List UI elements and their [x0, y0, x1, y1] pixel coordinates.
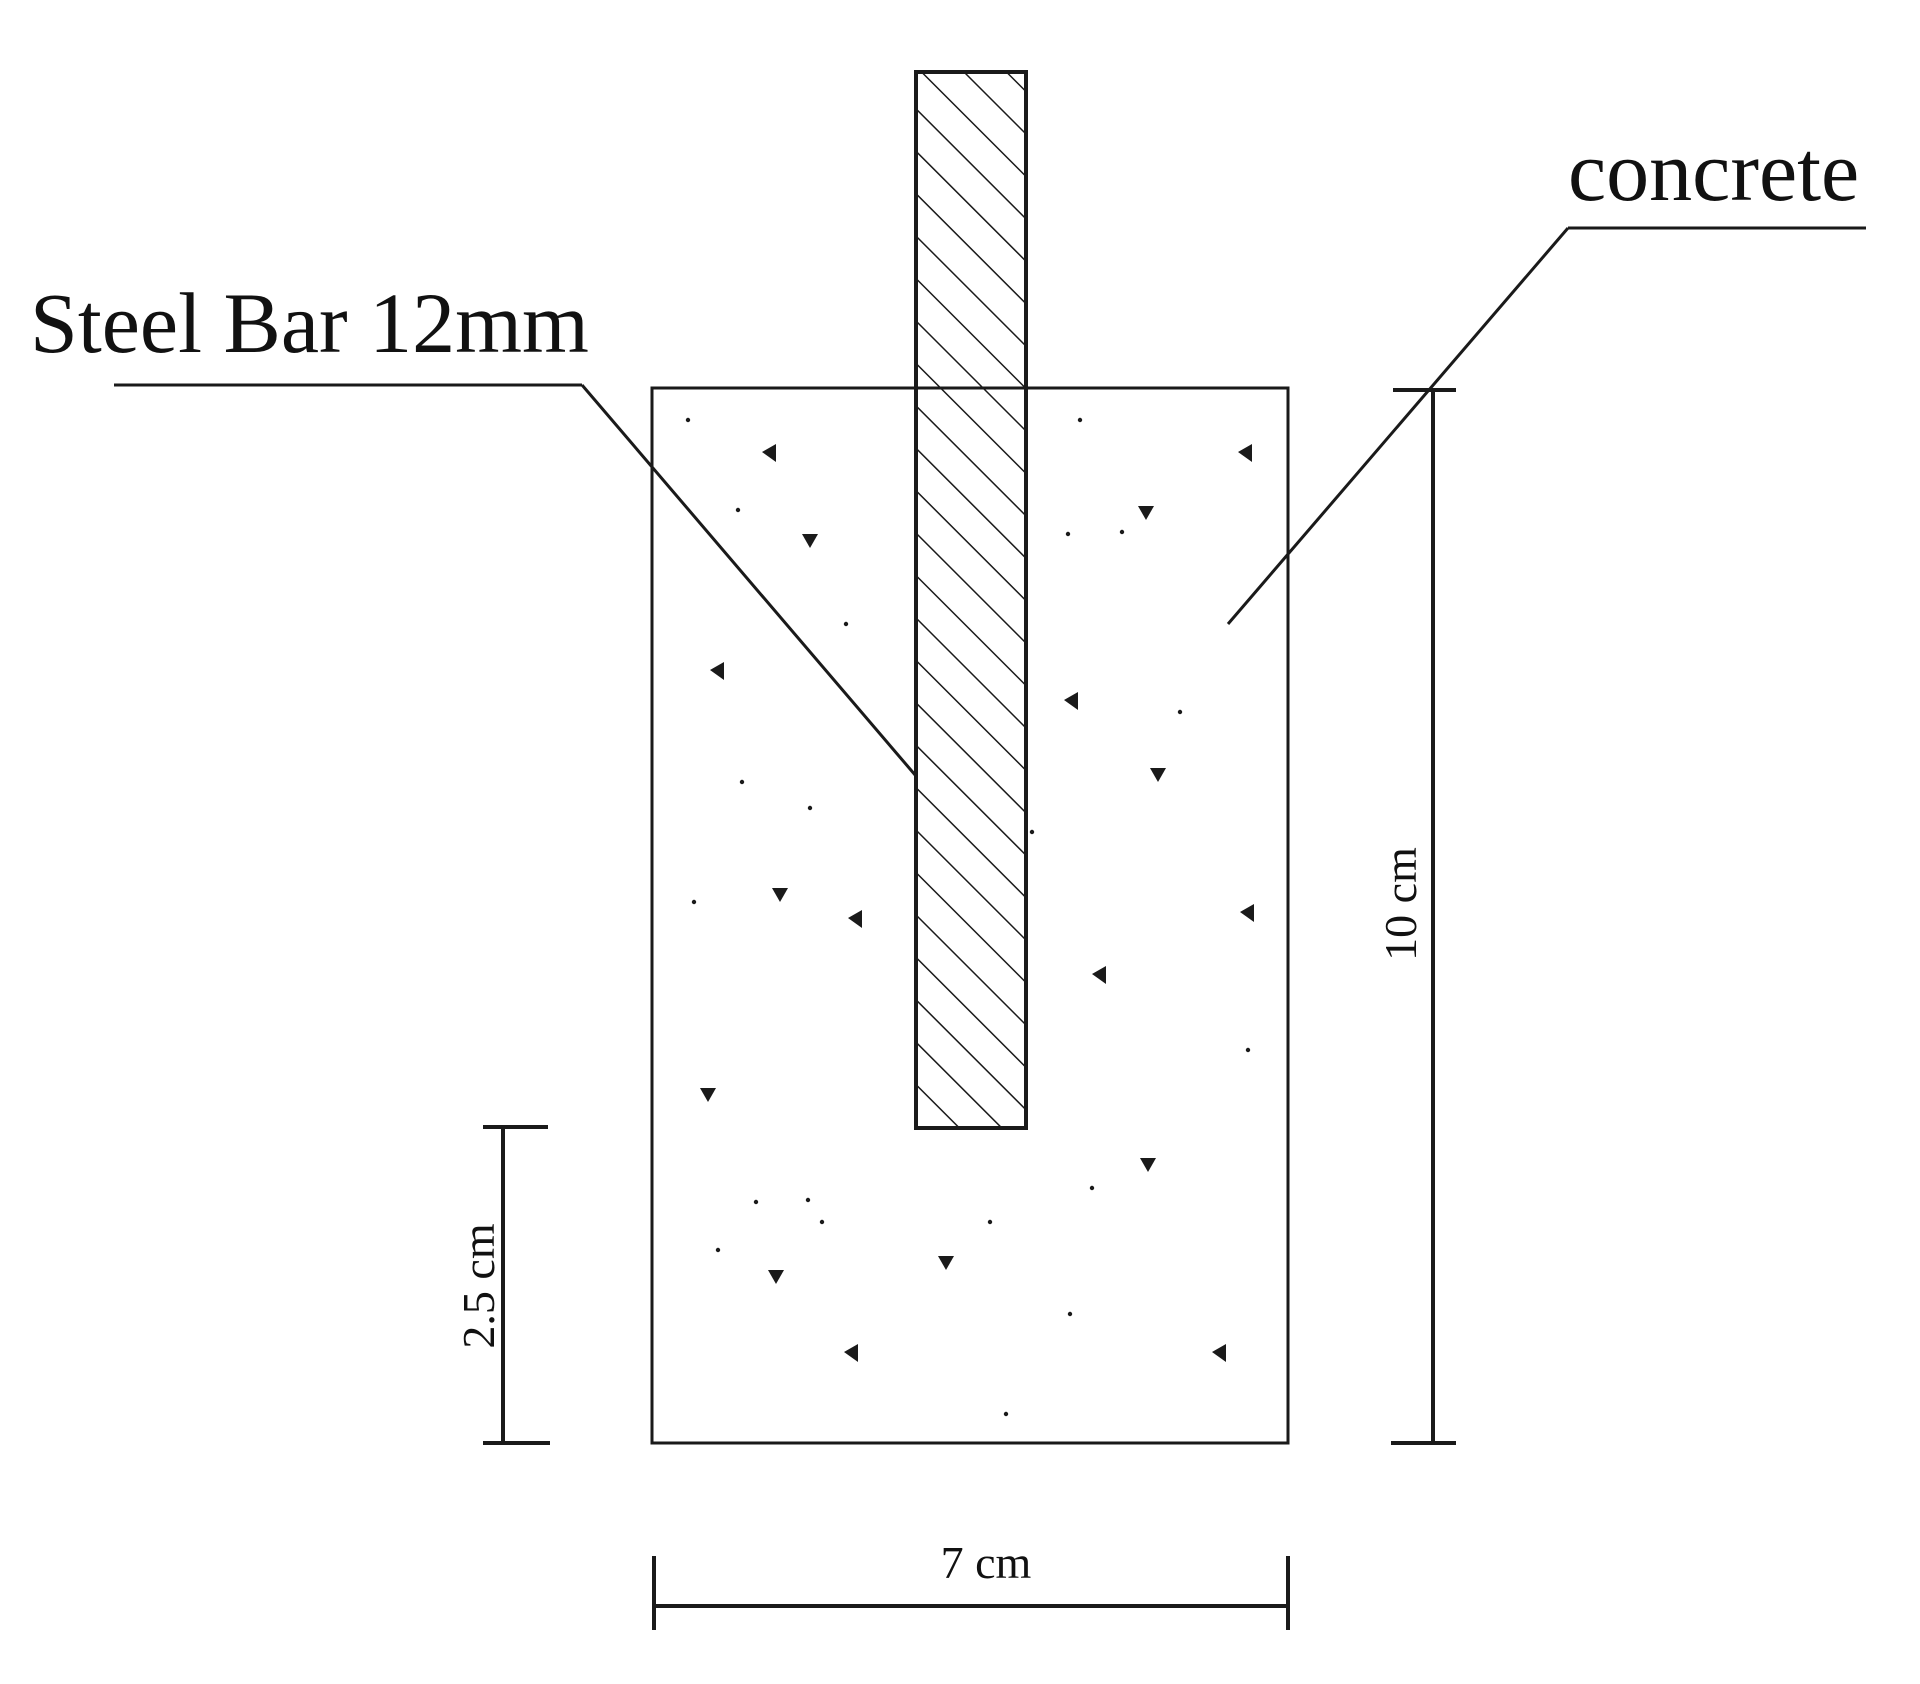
height-dimension-label: 10 cm [1375, 847, 1426, 961]
width-dimension [652, 1556, 1290, 1630]
steel-bar [914, 70, 1028, 1130]
concrete-label: concrete [1568, 123, 1859, 219]
aggregate-speckles [685, 417, 1254, 1417]
cover-dimension-label: 2.5 cm [453, 1223, 504, 1348]
cover-dimension [483, 1125, 550, 1445]
concrete-leader [1226, 226, 1866, 625]
steel-bar-label: Steel Bar 12mm [30, 275, 589, 371]
steel-bar-leader [114, 383, 918, 777]
height-dimension [1391, 388, 1456, 1445]
width-dimension-label: 7 cm [941, 1537, 1032, 1588]
